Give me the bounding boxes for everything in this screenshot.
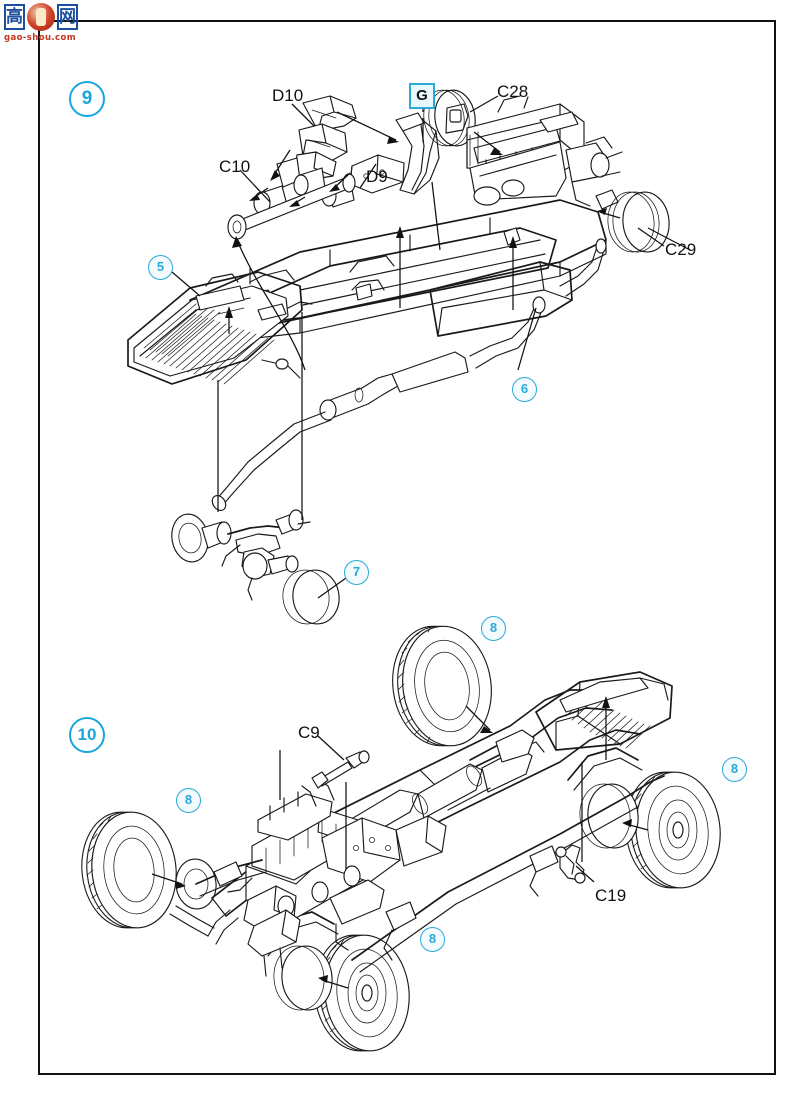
watermark-char-wang: 网 (57, 4, 78, 30)
callout-wheel-8-rear-left: 8 (176, 788, 201, 813)
watermark-seal-icon (27, 3, 55, 31)
callout-wheel-8-rear-right: 8 (481, 616, 506, 641)
callout-wheel-8-front-right: 8 (722, 757, 747, 782)
part-label-d10: D10 (272, 86, 304, 105)
callout-subassembly-7: 7 (344, 560, 369, 585)
watermark-logo: 高 网 gao-shou.com (4, 2, 78, 44)
watermark-char-gao: 高 (4, 4, 25, 30)
callout-subassembly-6: 6 (512, 377, 537, 402)
watermark-characters: 高 网 (4, 2, 78, 32)
part-label-c10: C10 (219, 157, 251, 176)
callout-subassembly-5: 5 (148, 255, 173, 280)
part-label-c9: C9 (298, 723, 320, 742)
sprue-tag-g: G (409, 83, 435, 109)
part-label-c28: C28 (497, 82, 529, 101)
part-label-d9: D9 (366, 167, 388, 186)
part-label-c29: C29 (665, 240, 697, 259)
part-label-c19: C19 (595, 886, 627, 905)
page-border-frame (38, 20, 776, 1075)
step-badge-9: 9 (69, 81, 105, 117)
step-badge-10: 10 (69, 717, 105, 753)
watermark-url: gao-shou.com (4, 33, 76, 43)
callout-wheel-8-front-left: 8 (420, 927, 445, 952)
